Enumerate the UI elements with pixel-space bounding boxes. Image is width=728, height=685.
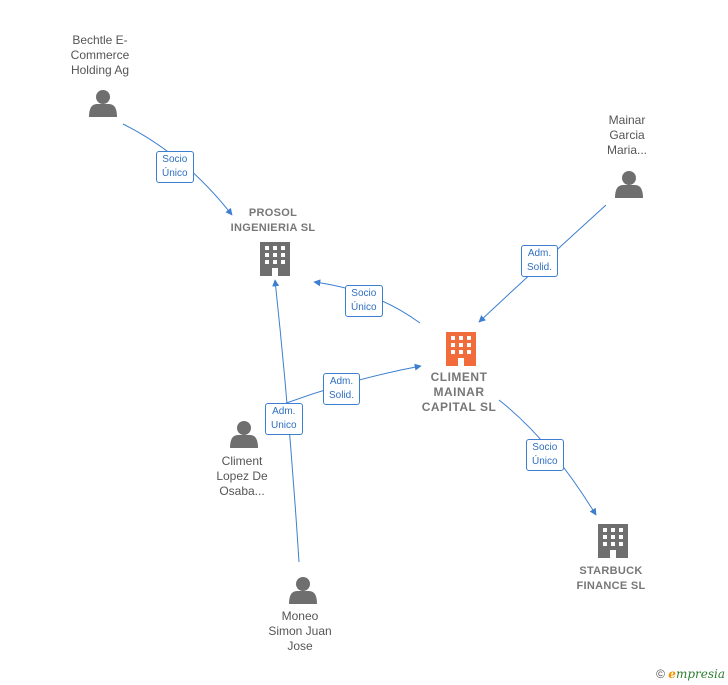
- edge-label-socio-unico: Socio Único: [345, 285, 383, 317]
- node-label-moneo[interactable]: Moneo Simon Juan Jose: [268, 609, 332, 653]
- building-icon[interactable]: [260, 242, 290, 276]
- edge-label-adm-solid: Adm. Solid.: [521, 245, 559, 277]
- node-label-climent-lopez[interactable]: Climent Lopez De Osaba...: [216, 454, 268, 498]
- person-icon[interactable]: [230, 421, 258, 448]
- copyright-icon: ©: [656, 667, 665, 681]
- node-label-prosol[interactable]: PROSOL INGENIERIA SL: [230, 207, 316, 234]
- building-icon[interactable]: [446, 332, 476, 366]
- edge-label-adm-solid: Adm. Solid.: [323, 373, 361, 405]
- edge-label-socio-unico: Socio Único: [156, 151, 194, 183]
- node-label-starbuck[interactable]: STARBUCK FINANCE SL: [576, 565, 646, 592]
- node-label-climent-mainar[interactable]: CLIMENT MAINAR CAPITAL SL: [421, 370, 497, 414]
- footer-brand: © empresia: [656, 667, 725, 681]
- edge-label-adm-unico: Adm. Unico: [265, 403, 303, 435]
- node-label-mainar[interactable]: Mainar Garcia Maria...: [606, 113, 647, 157]
- brand-logo: empresia: [668, 667, 725, 681]
- edge-label-socio-unico: Socio Único: [526, 439, 564, 471]
- person-icon[interactable]: [89, 90, 117, 117]
- building-icon[interactable]: [598, 524, 628, 558]
- person-icon[interactable]: [615, 171, 643, 198]
- person-icon[interactable]: [289, 577, 317, 604]
- node-label-bechtle[interactable]: Bechtle E- Commerce Holding Ag: [70, 33, 130, 77]
